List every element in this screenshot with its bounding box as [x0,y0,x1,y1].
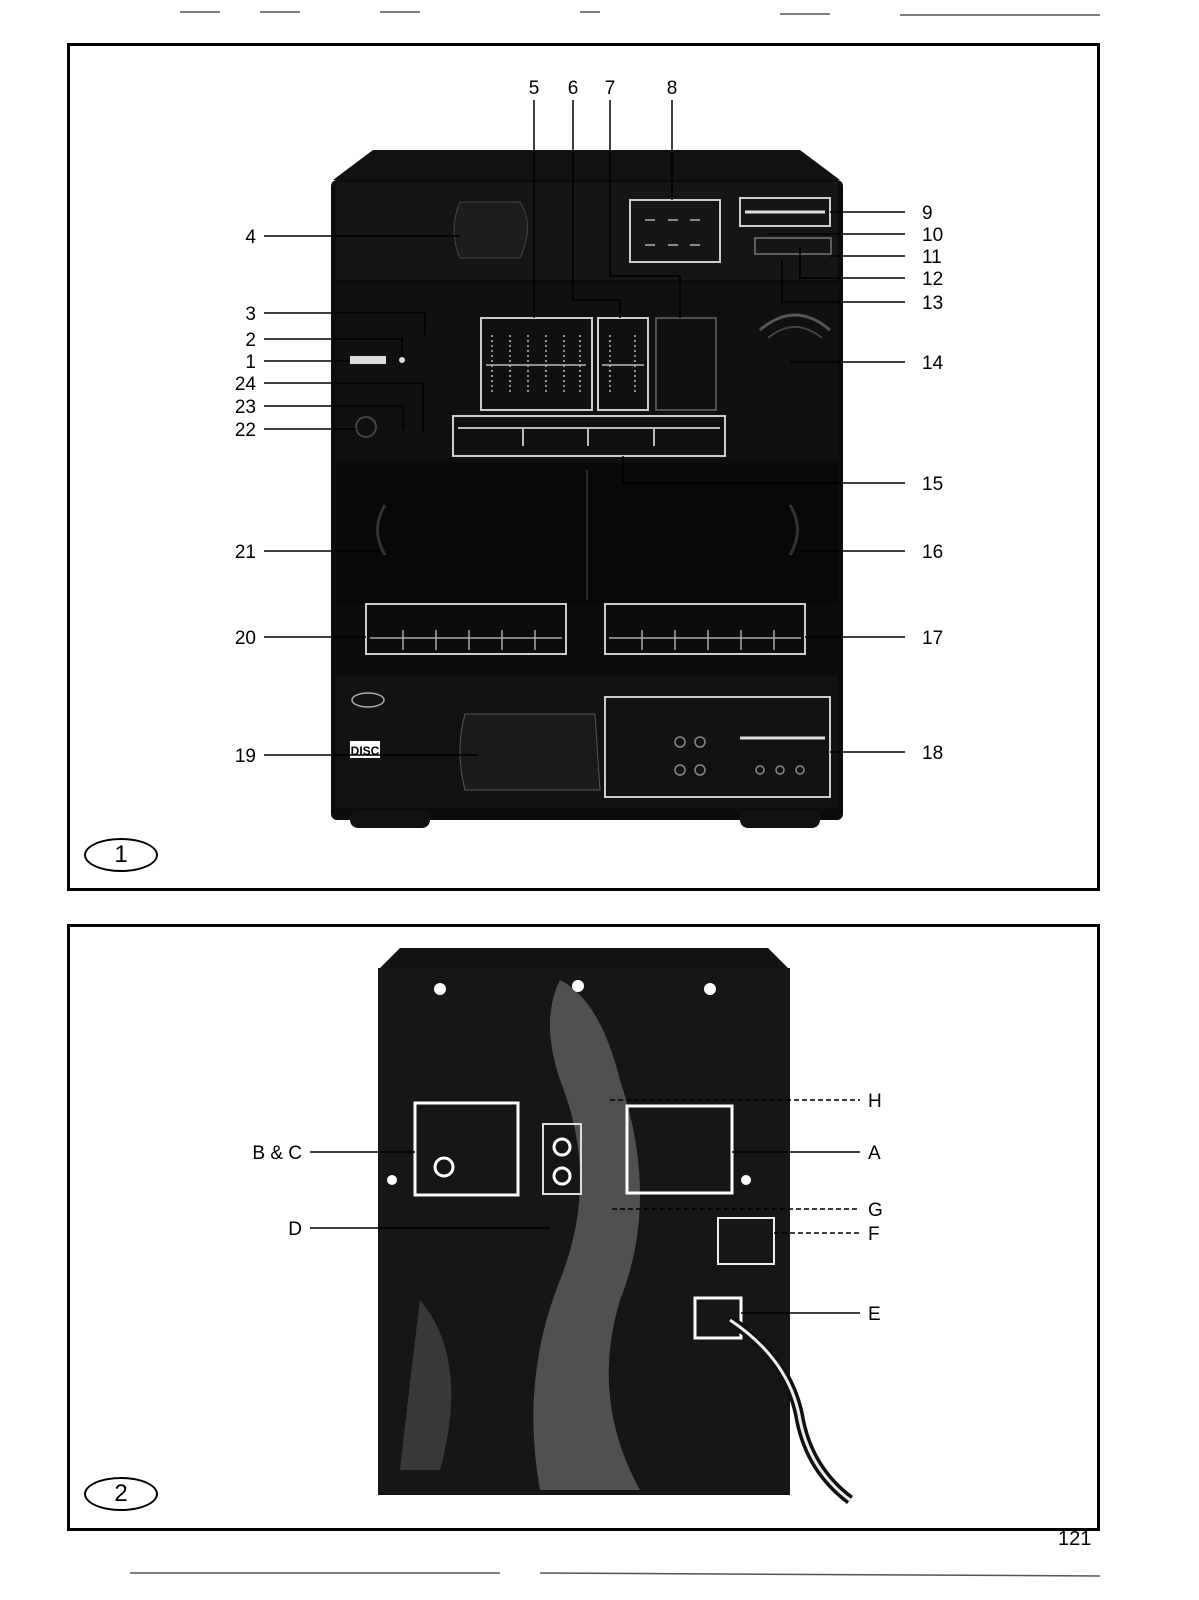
callout-G: G [868,1200,883,1221]
speaker-terminals [625,1104,734,1195]
headphone-jack [355,416,377,438]
callout-21: 21 [235,542,256,563]
callout-D: D [288,1219,302,1240]
aux-block [717,1217,775,1265]
am-antenna-socket [433,1156,455,1178]
callout-20: 20 [235,628,256,649]
rear-top-cap [380,948,788,968]
callout-23: 23 [235,397,256,418]
figure1-callouts: 1 2 3 4 5 6 7 8 9 10 11 12 13 14 15 16 1… [235,78,944,767]
callout-4: 4 [245,227,256,248]
preset-buttons [629,199,721,263]
callout-15: 15 [922,474,943,495]
equalizer-display-mid [597,317,649,411]
callout-E: E [868,1304,881,1325]
spectrum-display [655,317,717,411]
standby-led [399,357,405,363]
figure-1-badge: 1 [84,838,158,872]
screw-top-mid [572,980,584,992]
tuner-section [336,182,838,280]
mains-inlet [693,1296,743,1340]
disc-logo-text: DISC [351,744,380,758]
callout-A: A [868,1143,881,1164]
callout-8: 8 [667,78,678,99]
cd-tray [459,713,601,791]
left-foot [350,810,430,828]
callout-16: 16 [922,542,943,563]
screw-left [387,1175,397,1185]
deck1-controls [365,603,567,655]
callout-F: F [868,1224,880,1245]
callout-1: 1 [245,352,256,373]
screw-right [741,1175,751,1185]
brand-logo [351,692,385,708]
antenna-terminals [413,1101,520,1197]
callout-17: 17 [922,628,943,649]
disc-logo-box [350,741,380,758]
tuner-display [453,201,528,259]
callout-10: 10 [922,225,943,246]
power-button [350,356,386,364]
equalizer-bars [486,335,644,395]
figure1-leader-lines [264,100,905,756]
rear-unit-drawing [378,948,854,1504]
figure2-leader-lines [310,1099,860,1314]
callout-18: 18 [922,743,943,764]
front-unit-drawing: DISC [331,150,843,828]
unit-top-cap [333,150,840,180]
page-number: 121 [1058,1528,1092,1550]
right-foot [740,810,820,828]
callout-11: 11 [922,247,942,268]
callout-22: 22 [235,420,256,441]
screw-top-left [434,983,446,995]
callout-H: H [868,1091,882,1112]
callout-2: 2 [245,330,256,351]
rear-panel-light-area [533,980,640,1490]
callout-14: 14 [922,353,944,374]
callout-13: 13 [922,293,943,314]
figure2-callouts: A B & C D E F G H [252,1091,882,1325]
callout-5: 5 [529,78,540,99]
callout-7: 7 [605,78,616,99]
callout-B-C: B & C [252,1143,302,1164]
scan-artifacts [130,11,1101,1577]
deck2-controls [604,603,806,655]
callout-3: 3 [245,304,256,325]
equalizer-display-left [480,317,593,411]
cd-controls [604,696,831,798]
screw-top-right [704,983,716,995]
callout-6: 6 [568,78,579,99]
callout-12: 12 [922,269,943,290]
callout-24: 24 [235,374,257,395]
figure-2-badge: 2 [84,1477,158,1511]
callout-9: 9 [922,203,933,224]
volume-knob [759,313,831,332]
callout-19: 19 [235,746,256,767]
function-buttons-strip [452,415,726,457]
line-out-sockets [542,1123,582,1195]
